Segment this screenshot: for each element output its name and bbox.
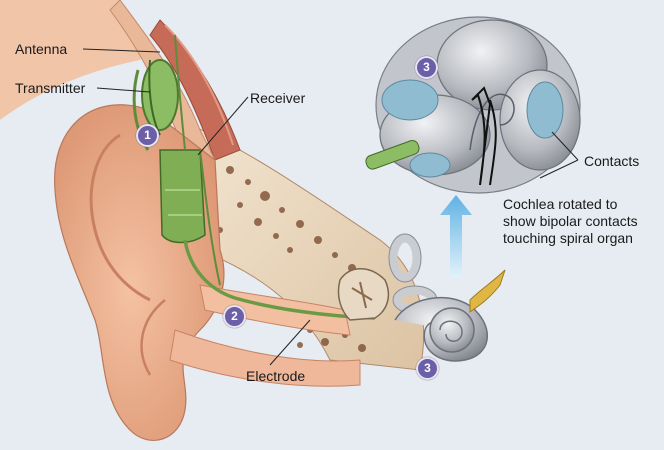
label-contacts: Contacts — [584, 153, 639, 170]
cochlea-note-line-3: touching spiral organ — [503, 230, 638, 247]
badge-step-1: 1 — [136, 124, 159, 147]
auditory-nerve — [470, 270, 505, 312]
badge-step-3-top: 3 — [415, 56, 438, 79]
cochlea-note: Cochlea rotated to show bipolar contacts… — [503, 196, 638, 247]
cochlea-note-line-2: show bipolar contacts — [503, 213, 638, 230]
rotation-arrow — [440, 195, 472, 278]
label-electrode: Electrode — [246, 368, 305, 385]
cochlea-note-line-1: Cochlea rotated to — [503, 196, 638, 213]
badge-step-3-bottom: 3 — [416, 357, 439, 380]
badge-step-2: 2 — [223, 305, 246, 328]
receiver-unit — [160, 150, 205, 243]
label-transmitter: Transmitter — [15, 80, 85, 97]
label-antenna: Antenna — [15, 41, 67, 58]
label-receiver: Receiver — [250, 90, 305, 107]
transmitter-coil — [142, 60, 178, 130]
cochlea-rotated — [364, 17, 580, 193]
